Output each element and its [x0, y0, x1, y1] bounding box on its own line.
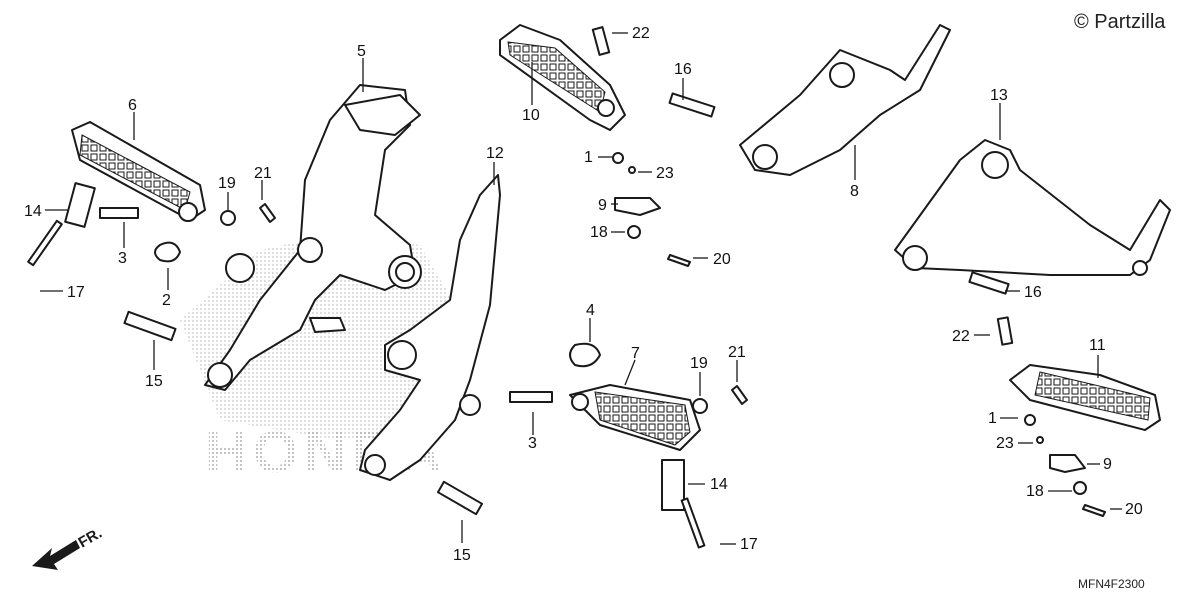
callout-18-top: 18 — [590, 224, 608, 241]
callout-22-top: 22 — [632, 25, 650, 42]
callout-3-left: 3 — [118, 250, 127, 267]
callout-9-top: 9 — [598, 197, 607, 214]
callout-17-left: 17 — [67, 284, 85, 301]
callout-17-mid: 17 — [740, 536, 758, 553]
diagram-code: MFN4F2300 — [1078, 577, 1145, 591]
callout-2: 2 — [162, 292, 171, 309]
callout-10: 10 — [522, 107, 540, 124]
callout-15-bottom: 15 — [453, 547, 471, 564]
callout-21-left: 21 — [254, 165, 272, 182]
callout-7: 7 — [631, 345, 640, 362]
callout-14-mid: 14 — [710, 476, 728, 493]
part-5-holder — [204, 84, 422, 391]
leader-lines — [40, 32, 1122, 545]
callout-11: 11 — [1089, 337, 1106, 354]
callout-20-top: 20 — [713, 251, 731, 268]
callout-1-right: 1 — [988, 410, 997, 427]
callout-3-mid: 3 — [528, 435, 537, 452]
part-8-bracket — [739, 24, 951, 176]
part-12-holder — [359, 174, 501, 481]
callout-14-left: 14 — [24, 203, 42, 220]
callout-19-mid: 19 — [690, 355, 708, 372]
callout-16-top: 16 — [674, 61, 692, 78]
callout-9-right: 9 — [1103, 456, 1112, 473]
callout-labels: 22 16 5 6 10 13 12 1 23 8 19 21 14 9 18 … — [24, 25, 1143, 564]
callout-1-top: 1 — [584, 149, 593, 166]
callout-5: 5 — [357, 43, 366, 60]
brand-label: © Partzilla — [1074, 11, 1166, 33]
callout-8: 8 — [850, 183, 859, 200]
callout-4: 4 — [586, 302, 595, 319]
callout-16-right: 16 — [1024, 284, 1042, 301]
part-13-holder — [894, 139, 1171, 276]
callout-19-left: 19 — [218, 175, 236, 192]
callout-23-right: 23 — [996, 435, 1014, 452]
callout-15-left: 15 — [145, 373, 163, 390]
front-arrow-icon — [32, 540, 80, 570]
part-6-step — [71, 121, 206, 222]
callout-12: 12 — [486, 145, 504, 162]
part-10-step — [499, 24, 626, 131]
callout-6: 6 — [128, 97, 137, 114]
callout-20-right: 20 — [1125, 501, 1143, 518]
callout-23-top: 23 — [656, 165, 674, 182]
part-7-step — [569, 384, 701, 451]
callout-22-right: 22 — [952, 328, 970, 345]
callout-18-right: 18 — [1026, 483, 1044, 500]
callout-13: 13 — [990, 87, 1008, 104]
part-11-step — [1009, 364, 1161, 431]
front-arrow-label: FR. — [76, 525, 105, 552]
hardware — [27, 26, 1106, 549]
callout-21-mid: 21 — [728, 344, 746, 361]
